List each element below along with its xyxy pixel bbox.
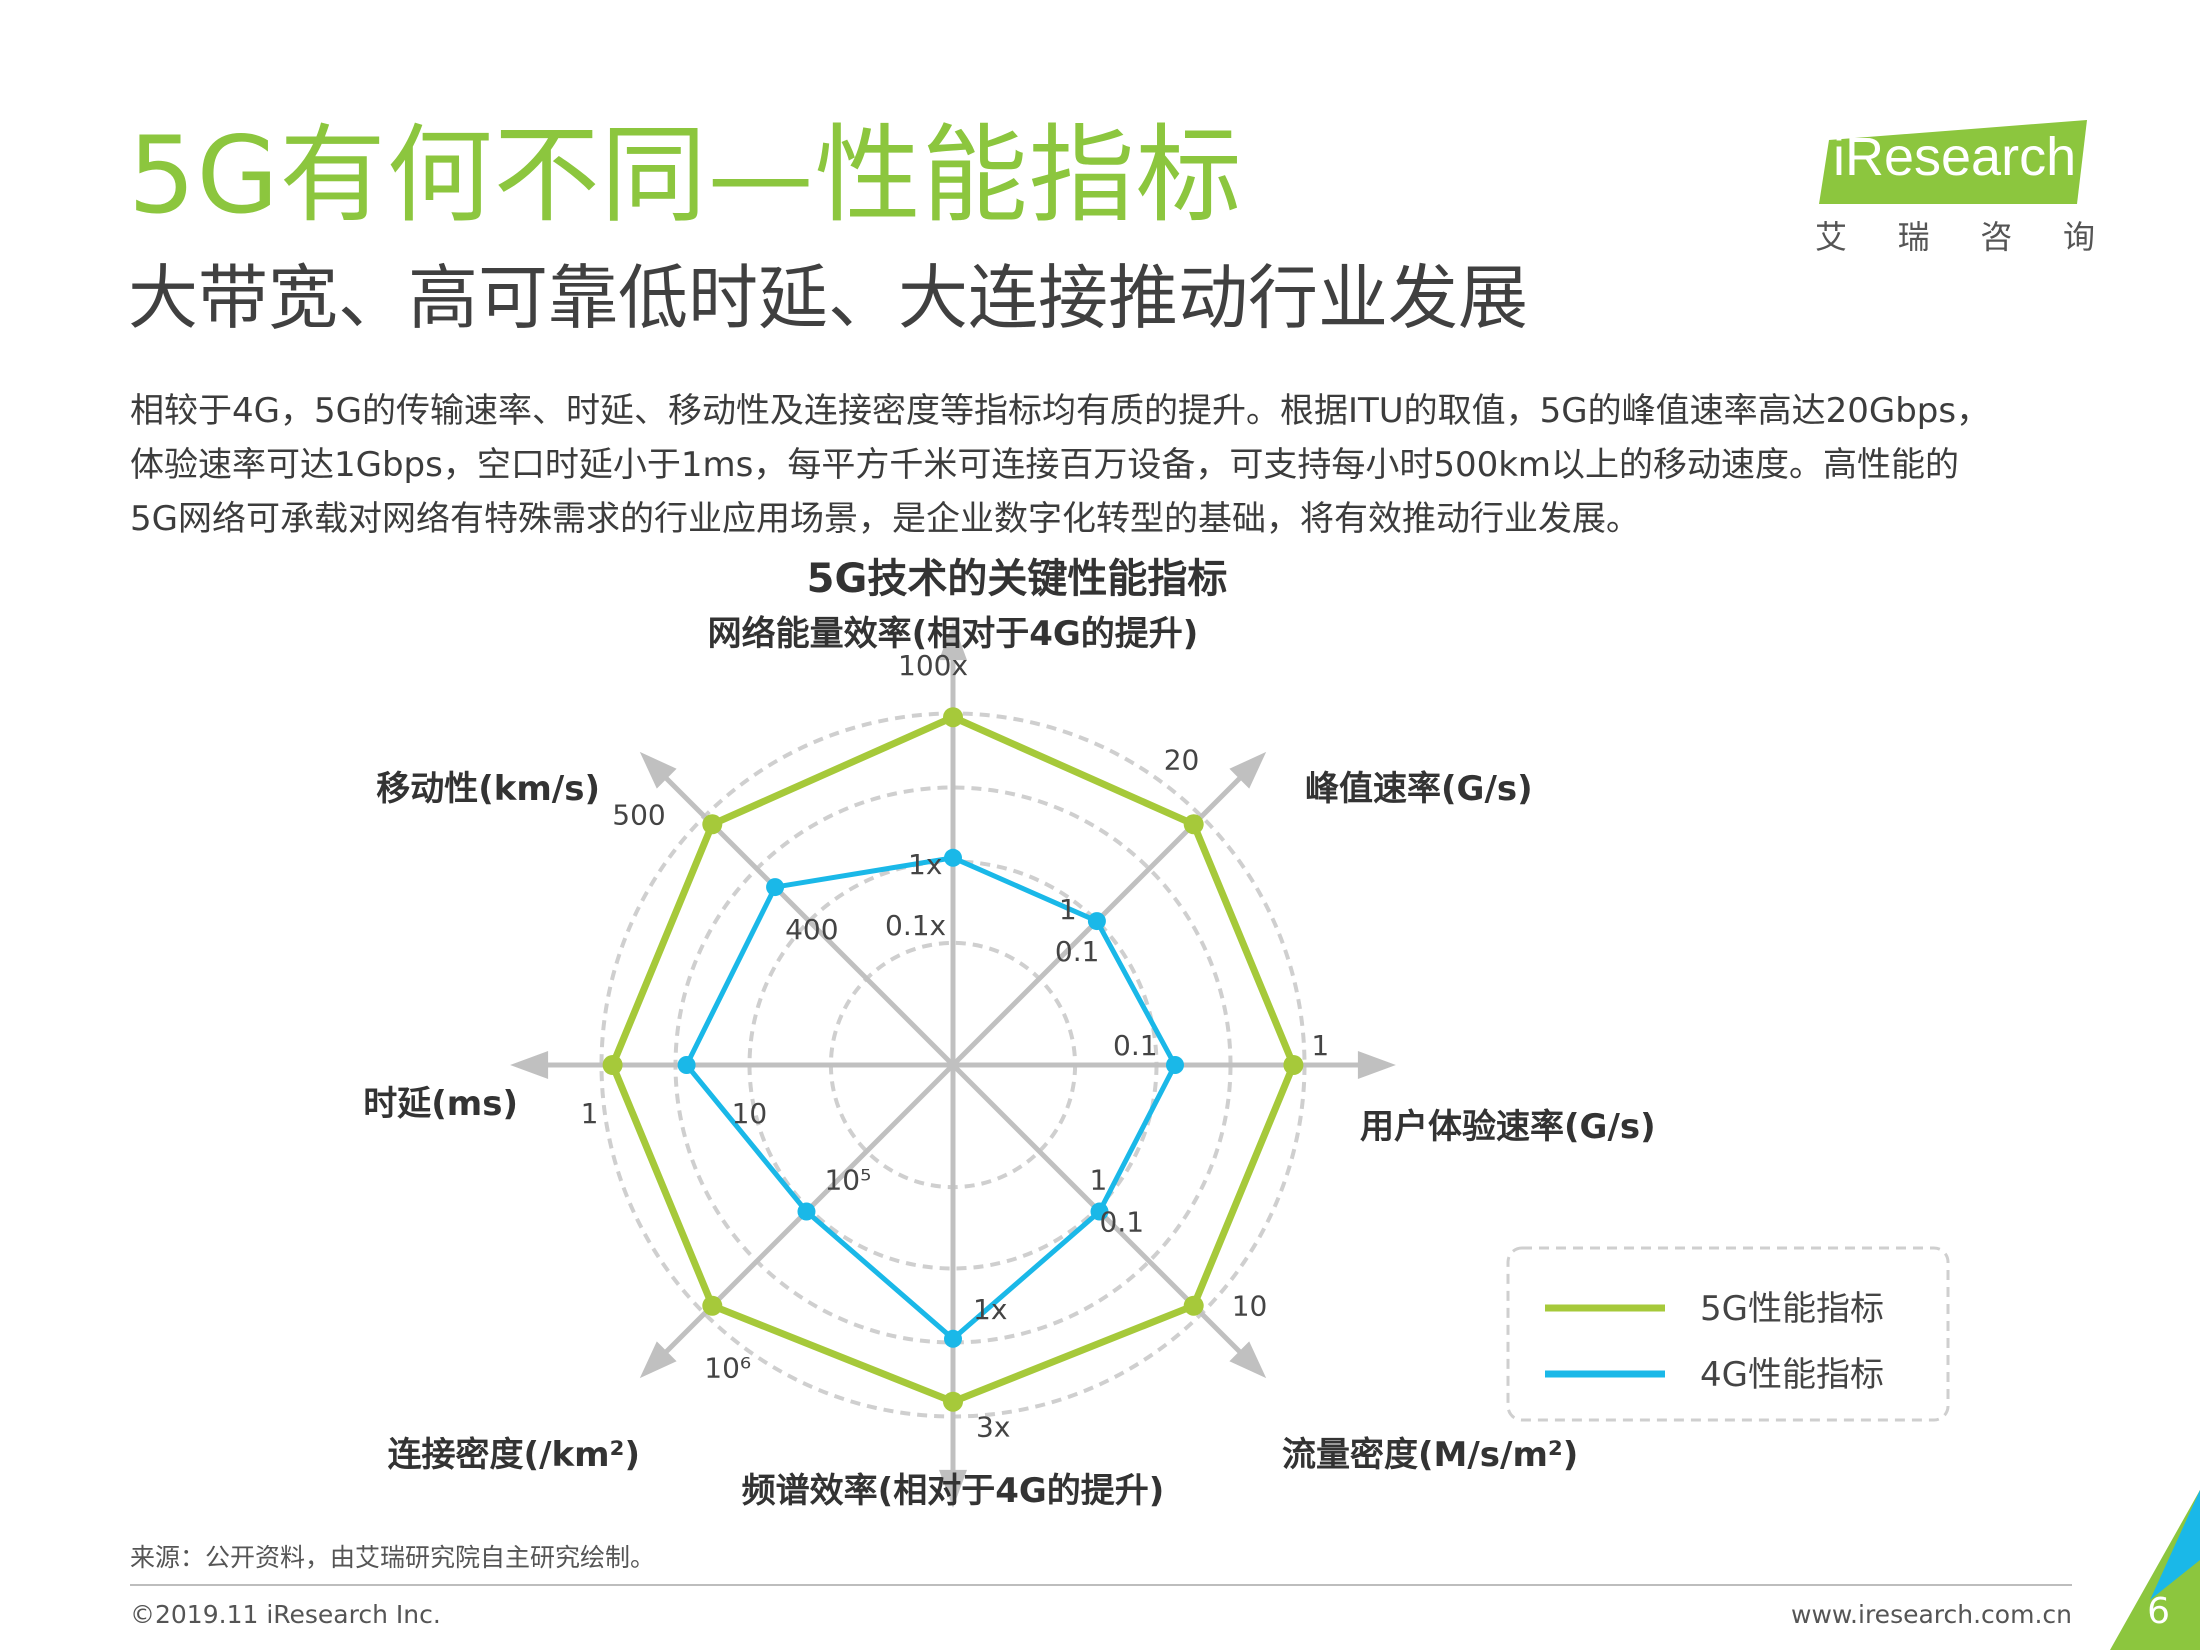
tick-label: 0.1 xyxy=(1113,1029,1158,1062)
series-point xyxy=(1090,1202,1109,1221)
tick-label: 400 xyxy=(785,913,838,946)
tick-label: 20 xyxy=(1164,743,1200,776)
logo-char: 咨 xyxy=(1980,218,2013,256)
tick-label: 1 xyxy=(1059,893,1077,926)
series-point xyxy=(944,1329,962,1348)
axis-arrow-icon xyxy=(939,1469,967,1508)
logo-wordmark: iResearch xyxy=(1833,127,2077,187)
logo-badge-icon xyxy=(1819,120,2087,204)
tick-label: 1 xyxy=(1090,1164,1108,1197)
footer-divider xyxy=(130,1584,2072,1586)
tick-label: 0.1 xyxy=(1055,935,1100,968)
axis-label: 网络能量效率(相对于4G的提升) xyxy=(708,614,1199,654)
axis-label: 移动性(km/s) xyxy=(376,769,600,809)
legend-label: 5G性能指标 xyxy=(1700,1289,1884,1329)
tick-label: 500 xyxy=(612,798,665,831)
page-title: 5G有何不同—性能指标 xyxy=(128,114,1243,237)
series-point xyxy=(1166,1056,1184,1074)
series-point xyxy=(797,1202,816,1221)
axis-label: 频谱效率(相对于4G的提升) xyxy=(742,1471,1165,1511)
axis-label: 峰值速率(G/s) xyxy=(1305,769,1533,809)
tick-label: 10⁶ xyxy=(704,1352,751,1385)
series-point xyxy=(766,878,785,897)
logo-char: 询 xyxy=(2062,218,2095,256)
corner-decoration-icon xyxy=(2110,1490,2200,1650)
axis-arrow-icon xyxy=(1229,751,1267,789)
legend-label: 4G性能指标 xyxy=(1700,1355,1884,1395)
intro-line: 体验速率可达1Gbps，空口时延小于1ms，每平方千米可连接百万设备，可支持每小… xyxy=(130,445,1960,485)
chart-title: 5G技术的关键性能指标 xyxy=(806,556,1228,602)
axis-line xyxy=(951,757,1261,1067)
series-point xyxy=(944,848,962,867)
intro-paragraph: 相较于4G，5G的传输速率、时延、移动性及连接密度等指标均有质的提升。根据ITU… xyxy=(130,384,2120,546)
axis-arrow-icon xyxy=(639,1341,677,1379)
series-point xyxy=(1183,1295,1204,1316)
axis-arrow-icon xyxy=(510,1051,549,1079)
axis-label: 用户体验速率(G/s) xyxy=(1360,1107,1656,1147)
tick-label: 1 xyxy=(1311,1029,1329,1062)
axis-line xyxy=(951,1063,1261,1373)
intro-line: 相较于4G，5G的传输速率、时延、移动性及连接密度等指标均有质的提升。根据ITU… xyxy=(130,391,1991,431)
tick-label: 100x xyxy=(898,649,968,682)
axis-arrow-icon xyxy=(939,622,967,661)
series-point xyxy=(1283,1055,1304,1075)
tick-label: 10 xyxy=(732,1097,768,1130)
tick-label: 10 xyxy=(1232,1290,1268,1323)
series-point xyxy=(1087,912,1106,931)
series-point xyxy=(677,1056,696,1074)
logo-char: 瑞 xyxy=(1897,218,1930,256)
series-point xyxy=(702,1295,723,1316)
series-point xyxy=(702,814,723,835)
website-link[interactable]: www.iresearch.com.cn xyxy=(1791,1600,2072,1629)
axis-line xyxy=(645,1063,955,1373)
axis-line xyxy=(645,757,955,1067)
axis-arrow-icon xyxy=(1229,1341,1267,1379)
page-number: 6 xyxy=(2147,1591,2170,1632)
tick-label: 1 xyxy=(581,1097,599,1130)
source-note: 来源：公开资料，由艾瑞研究院自主研究绘制。 xyxy=(130,1543,656,1572)
page-subtitle: 大带宽、高可靠低时延、大连接推动行业发展 xyxy=(128,257,1528,339)
logo-char: 艾 xyxy=(1815,218,1848,256)
intro-line: 5G网络可承载对网络有特殊需求的行业应用场景，是企业数字化转型的基础，将有效推动… xyxy=(130,499,1640,539)
series-point xyxy=(943,1391,963,1412)
logo-chinese: 艾 瑞 咨 询 xyxy=(1815,212,2095,258)
axis-label: 时延(ms) xyxy=(363,1084,518,1124)
series-point xyxy=(602,1055,623,1075)
tick-label: 3x xyxy=(976,1411,1010,1444)
axis-label: 连接密度(/km²) xyxy=(388,1435,640,1475)
tick-label: 1x xyxy=(973,1293,1007,1326)
tick-label: 0.1 xyxy=(1100,1206,1145,1239)
axis-label: 流量密度(M/s/m²) xyxy=(1282,1435,1578,1475)
axis-arrow-icon xyxy=(1357,1051,1396,1079)
series-point xyxy=(1183,814,1204,835)
series-point xyxy=(943,707,963,728)
iresearch-logo: iResearch 艾 瑞 咨 询 xyxy=(1815,118,2095,258)
axis-arrow-icon xyxy=(639,751,677,789)
tick-label: 10⁵ xyxy=(824,1164,871,1197)
tick-label: 0.1x xyxy=(885,909,946,942)
tick-label: 1x xyxy=(908,848,942,881)
copyright: ©2019.11 iResearch Inc. xyxy=(130,1600,441,1629)
